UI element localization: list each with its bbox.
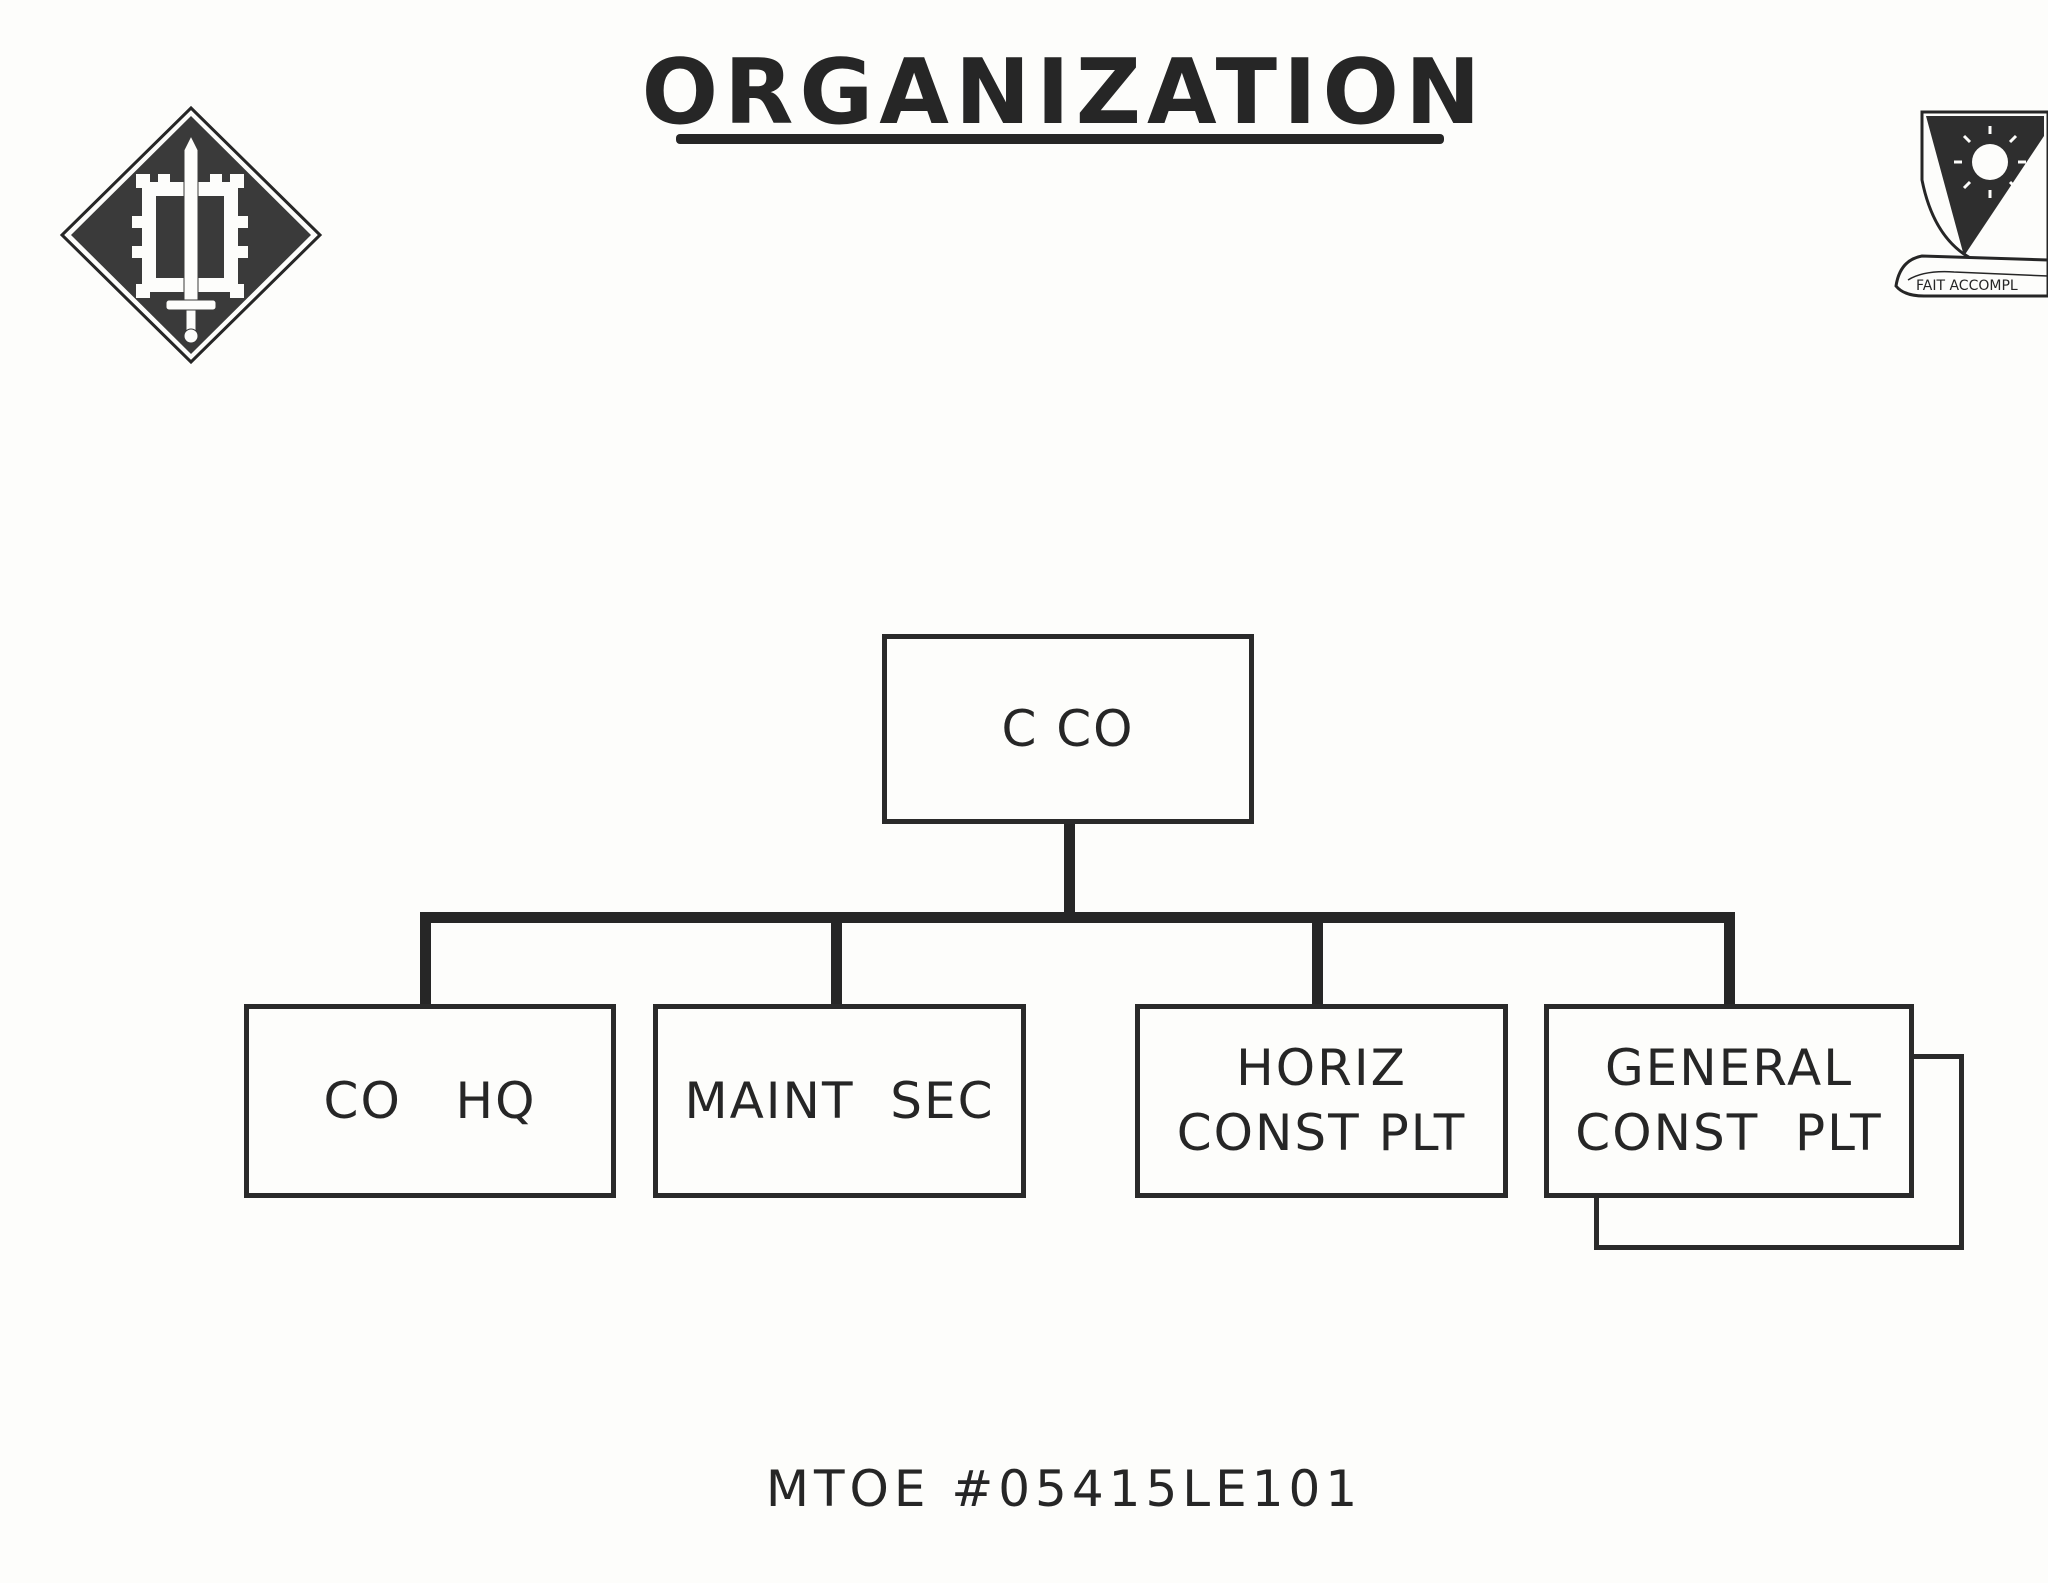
connector-general-const (1724, 912, 1735, 1006)
horizontal-connector (420, 912, 1735, 923)
node-label-line-2: CONST PLT (1575, 1104, 1883, 1162)
node-label: CO HQ (323, 1071, 537, 1130)
node-label: C CO (1001, 699, 1135, 758)
org-node-maint-sec: MAINT SEC (653, 1004, 1026, 1198)
unit-crest-icon: FAIT ACCOMPL (1894, 110, 2048, 298)
node-label-line-1: HORIZ (1236, 1039, 1407, 1097)
org-node-co-hq: CO HQ (244, 1004, 616, 1198)
node-label-line-2: CONST PLT (1176, 1104, 1467, 1162)
org-node-c-co: C CO (882, 634, 1254, 824)
connector-horiz-const (1312, 912, 1323, 1006)
title-underline (676, 134, 1444, 144)
node-label-line-1: GENERAL (1604, 1039, 1854, 1097)
org-node-horiz-const-plt: HORIZ CONST PLT (1135, 1004, 1508, 1198)
root-connector (1064, 822, 1075, 914)
crest-motto: FAIT ACCOMPL (1916, 278, 2018, 294)
castle-sword-insignia-icon (59, 105, 323, 365)
connector-maint-sec (831, 912, 842, 1006)
connector-co-hq (420, 912, 431, 1006)
org-node-general-const-plt: GENERAL CONST PLT (1544, 1004, 1914, 1198)
node-label: MAINT SEC (684, 1071, 995, 1130)
mtoe-number: MTOE #05415LE101 (765, 1460, 1363, 1518)
page-title: ORGANIZATION (641, 40, 1487, 145)
